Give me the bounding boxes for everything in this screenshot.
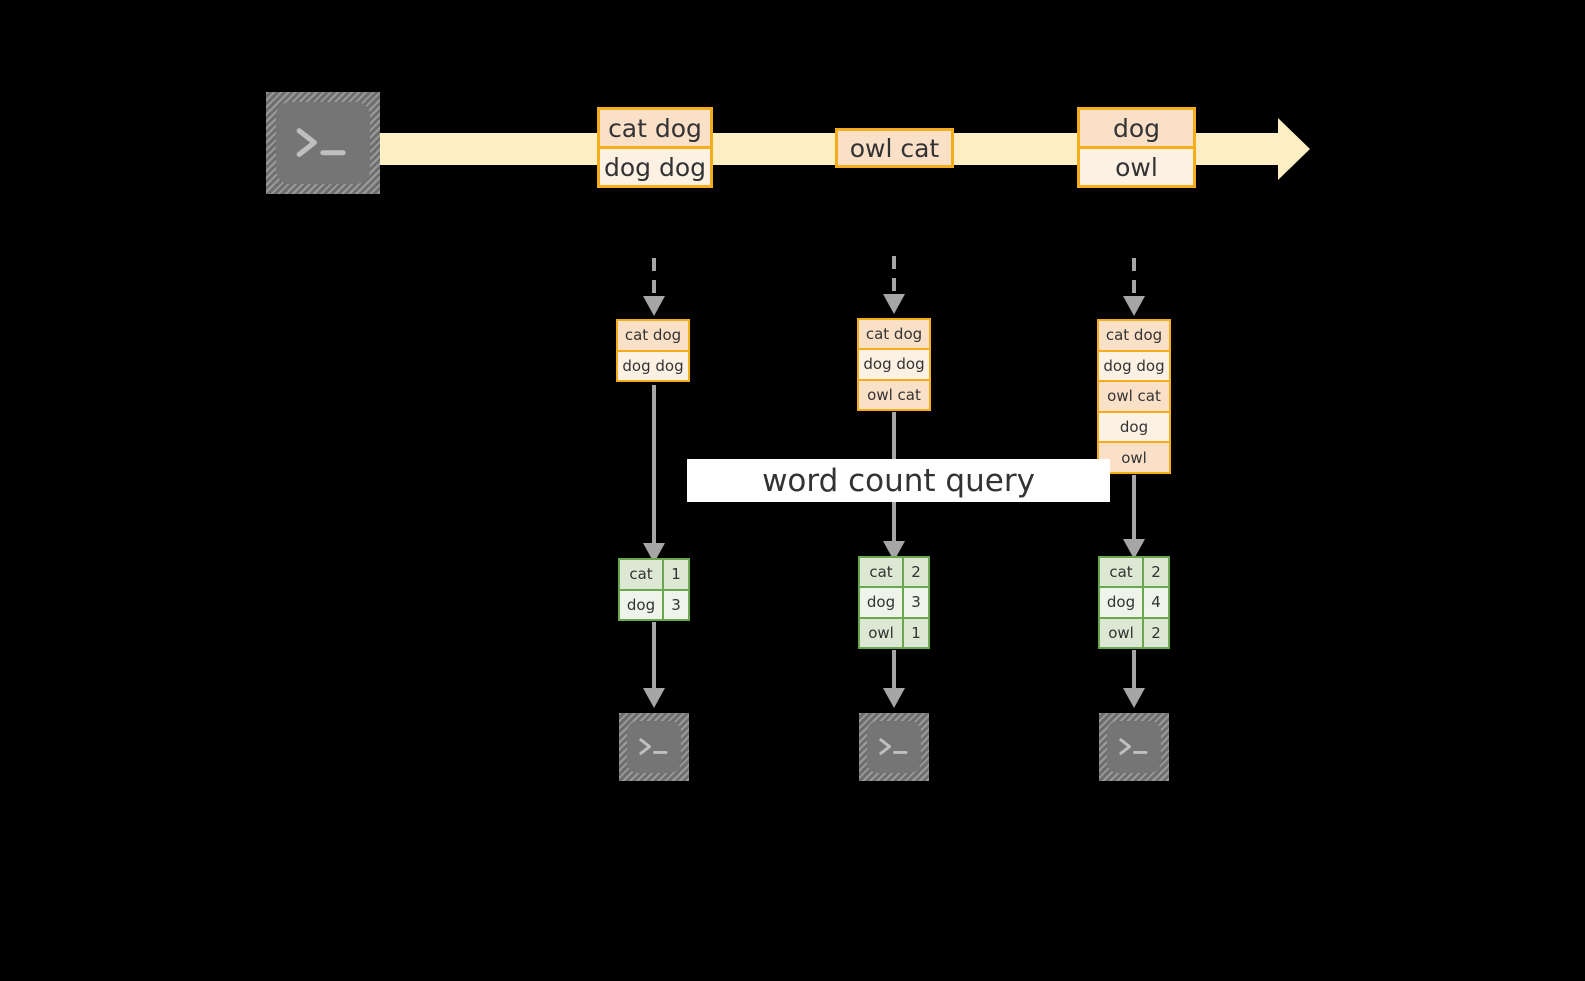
terminal-prompt-icon [635,731,674,762]
result-table-1[interactable]: cat 1 dog 3 [618,558,690,621]
result-count: 1 [664,560,688,589]
stack-line: cat dog [1099,321,1169,352]
result-word: owl [860,618,904,647]
stack-box-1[interactable]: cat dog dog dog [616,319,690,382]
result-word: cat [620,560,664,589]
sink-terminal-icon-2[interactable] [859,713,929,781]
result-count: 2 [904,558,928,587]
timeline-batch-3[interactable]: dog owl [1077,107,1196,188]
sink-terminal-icon-1[interactable] [619,713,689,781]
dashed-down-arrow-icon [892,256,896,298]
dashed-arrow-head-icon [643,296,665,316]
source-terminal-icon[interactable] [266,92,380,194]
stack-line: owl cat [1099,382,1169,413]
terminal-prompt-icon [875,731,914,762]
batch-line: owl [1080,149,1193,185]
result-count: 3 [904,588,928,617]
terminal-screen [627,721,681,773]
table-row: cat 2 [1100,558,1168,589]
stack-line: cat dog [618,321,688,352]
result-word: dog [1100,588,1144,617]
dashed-down-arrow-icon [652,258,656,300]
dashed-arrow-head-icon [883,294,905,314]
table-row: owl 1 [860,618,928,647]
result-word: owl [1100,618,1144,647]
timeline-batch-1[interactable]: cat dog dog dog [597,107,713,188]
result-count: 4 [1144,588,1168,617]
result-count: 2 [1144,618,1168,647]
stack-line: cat dog [859,320,929,351]
query-label: word count query [687,459,1110,502]
table-row: owl 2 [1100,618,1168,647]
result-count: 1 [904,618,928,647]
batch-line: cat dog [600,110,710,149]
stack-line: dog dog [618,351,688,380]
terminal-prompt-icon [1115,731,1154,762]
stack-box-3[interactable]: cat dog dog dog owl cat dog owl [1097,319,1171,474]
result-word: dog [860,588,904,617]
down-arrow-icon [652,622,656,690]
result-word: cat [860,558,904,587]
timeline-batch-2[interactable]: owl cat [835,128,954,168]
table-row: cat 2 [860,558,928,589]
down-arrow-icon [652,385,656,545]
arrow-head-icon [1123,539,1145,559]
table-row: dog 3 [620,590,688,619]
arrow-head-icon [643,688,665,708]
result-word: cat [1100,558,1144,587]
arrow-head-icon [883,688,905,708]
batch-line: owl cat [838,131,951,165]
dashed-down-arrow-icon [1132,258,1136,300]
batch-line: dog [1080,110,1193,149]
down-arrow-icon [1132,650,1136,690]
result-word: dog [620,590,664,619]
table-row: dog 3 [860,588,928,619]
terminal-prompt-icon [289,118,357,167]
result-table-3[interactable]: cat 2 dog 4 owl 2 [1098,556,1170,649]
result-count: 3 [664,590,688,619]
batch-line: dog dog [600,149,710,185]
dashed-arrow-head-icon [1123,296,1145,316]
table-row: cat 1 [620,560,688,591]
stack-box-2[interactable]: cat dog dog dog owl cat [857,318,931,411]
stack-line: dog dog [859,350,929,381]
arrow-head-icon [1123,688,1145,708]
down-arrow-icon [892,650,896,690]
terminal-screen [1107,721,1161,773]
stack-line: dog dog [1099,351,1169,383]
stack-line: dog [1099,412,1169,444]
terminal-screen [867,721,921,773]
table-row: dog 4 [1100,588,1168,619]
down-arrow-icon [1132,475,1136,545]
result-count: 2 [1144,558,1168,587]
terminal-screen [276,102,370,184]
sink-terminal-icon-3[interactable] [1099,713,1169,781]
stack-line: owl cat [859,380,929,409]
result-table-2[interactable]: cat 2 dog 3 owl 1 [858,556,930,649]
timeline-arrowhead-icon [1278,118,1310,180]
stack-line: owl [1099,443,1169,472]
